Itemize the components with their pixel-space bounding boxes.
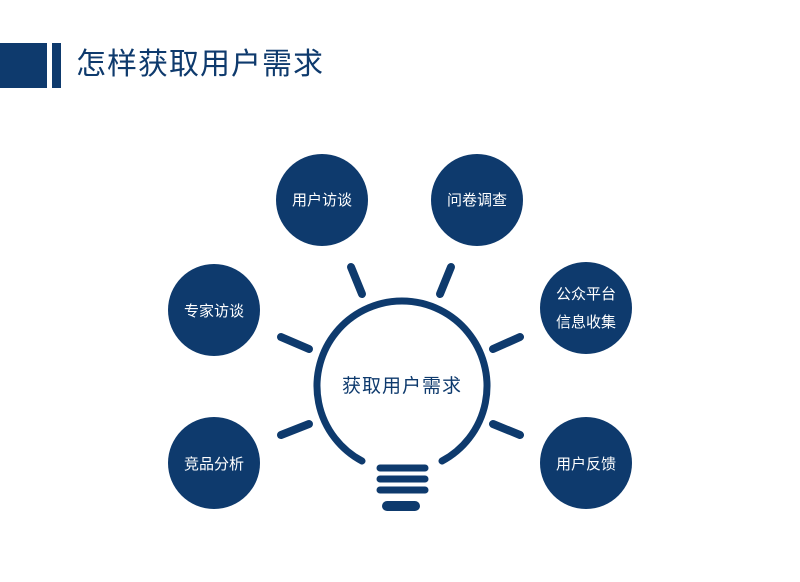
node-label: 竞品分析 <box>184 455 244 473</box>
node-expert-interview: 专家访谈 <box>168 264 260 356</box>
ray-upper-left <box>277 333 313 353</box>
node-user-interview: 用户访谈 <box>276 154 368 246</box>
node-user-feedback: 用户反馈 <box>540 417 632 509</box>
ray-upper-right <box>489 333 524 353</box>
node-label: 用户反馈 <box>556 455 616 473</box>
ray-lower-right <box>489 420 524 439</box>
header-accent-bar <box>52 43 61 88</box>
node-questionnaire: 问卷调查 <box>431 154 523 246</box>
node-competitor-analysis: 竞品分析 <box>168 417 260 509</box>
ray-top-left <box>347 263 366 298</box>
lightbulb-icon <box>277 263 524 511</box>
ray-lower-left <box>277 420 313 439</box>
node-label: 专家访谈 <box>184 302 244 320</box>
header-accent-block <box>0 43 47 88</box>
node-label-line-2: 信息收集 <box>556 313 616 331</box>
node-label-line-1: 公众平台 <box>556 285 616 303</box>
center-label: 获取用户需求 <box>342 375 462 397</box>
node-label: 问卷调查 <box>447 191 507 209</box>
ray-top-right <box>436 263 455 298</box>
page-title: 怎样获取用户需求 <box>76 47 324 82</box>
bulb-arc <box>313 297 491 465</box>
node-public-platform: 公众平台 信息收集 <box>540 262 632 354</box>
node-label: 用户访谈 <box>292 191 352 209</box>
